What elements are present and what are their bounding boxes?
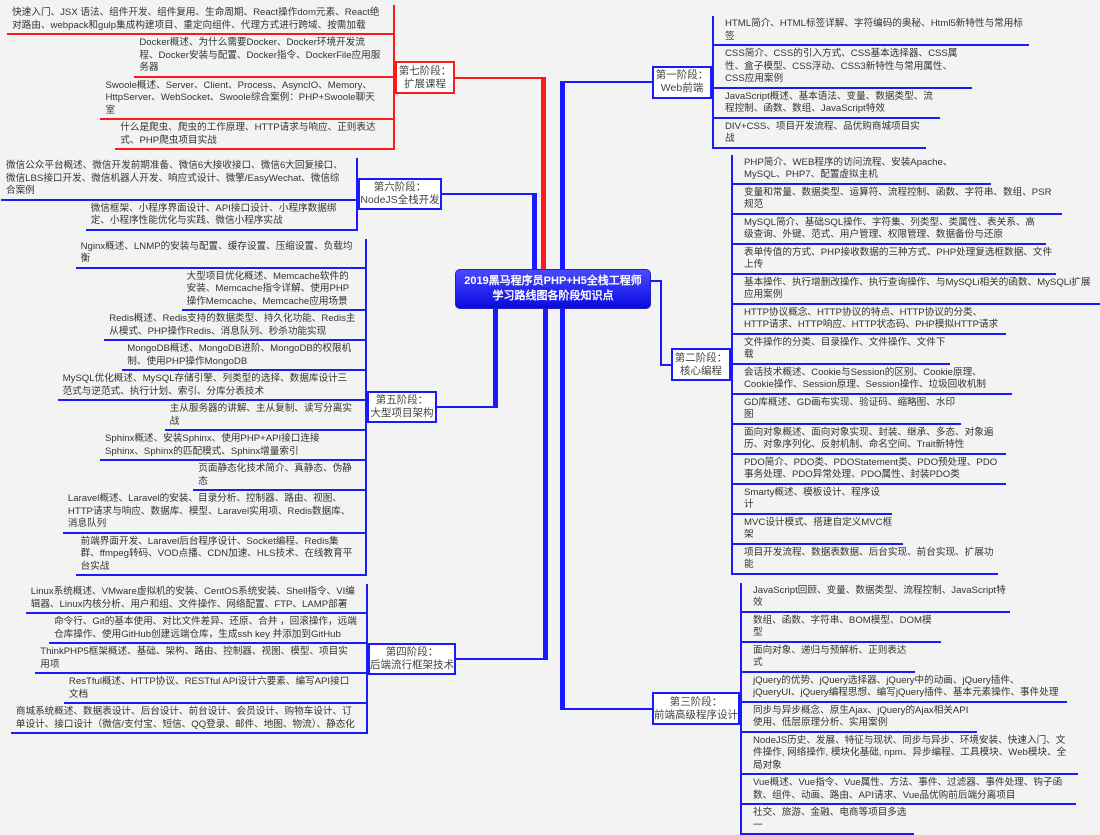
- central-topic[interactable]: 2019黑马程序员PHP+H5全栈工程师 学习路线图各阶段知识点: [455, 269, 651, 309]
- stage-label-line2: 后端流行框架技术: [370, 659, 454, 672]
- topic-item[interactable]: MySQL简介、基础SQL操作、字符集、列类型、类属性、表关系、高级查询、外键、…: [733, 217, 1046, 245]
- topic-item[interactable]: 同步与异步概念、原生Ajax、jQuery的Ajax相关API使用、低层原理分析…: [742, 705, 977, 733]
- topic-item[interactable]: 会话技术概述、Cookie与Session的区别、Cookie原理、Cookie…: [733, 367, 1012, 395]
- connector-stage6-h: [442, 193, 534, 195]
- topic-item[interactable]: 社交、旅游、金融、电商等项目多选一: [742, 807, 914, 835]
- topic-item[interactable]: MVC设计模式、搭建自定义MVC框架: [733, 517, 903, 545]
- connector-stage2-h: [660, 364, 671, 366]
- topic-item[interactable]: NodeJS历史、发展、特征与现状、同步与异步、环境安装、快速入门、文件操作, …: [742, 735, 1078, 776]
- stage-label-line2: 核心编程: [673, 365, 729, 378]
- connector-stage4-h: [456, 658, 545, 660]
- topic-item[interactable]: 项目开发流程、数据表数据、后台实现、前台实现、扩展功能: [733, 547, 998, 575]
- stage-label-line1: 第四阶段：: [370, 646, 454, 659]
- connector-stage3-h: [562, 708, 652, 710]
- topic-item[interactable]: 变量和常量、数据类型、运算符、流程控制、函数、字符串、数组、PSR规范: [733, 187, 1062, 215]
- stage-label-line1: 第七阶段：: [397, 65, 453, 78]
- connector-stage5-h: [437, 406, 495, 408]
- connector-stage7-h: [455, 77, 543, 79]
- stage-node-1[interactable]: 第一阶段：Web前端: [652, 66, 712, 99]
- topic-item[interactable]: PDO简介、PDO类、PDOStatement类、PDO预处理、PDO事务处理、…: [733, 457, 1006, 485]
- topic-item[interactable]: HTML简介、HTML标签详解、字符编码的奥秘、Html5新特性与常用标签: [714, 18, 1029, 46]
- topic-item[interactable]: 表单传值的方式、PHP接收数据的三种方式、PHP处理复选框数据、文件上传: [733, 247, 1056, 275]
- connector-stage1: [560, 81, 565, 270]
- connector-stage1-h: [562, 81, 652, 83]
- topic-item[interactable]: 基本操作、执行增删改操作、执行查询操作、与MySQLi相关的函数、MySQLi扩…: [733, 277, 1100, 305]
- topic-item[interactable]: CSS简介、CSS的引入方式、CSS基本选择器、CSS属性、盒子模型、CSS浮动…: [714, 48, 972, 89]
- stage-label-line1: 第六阶段：: [360, 181, 440, 194]
- branch-bracket: PHP简介、WEB程序的访问流程、安装Apache、MySQL、PHP7、配置虚…: [731, 155, 1100, 575]
- connector-stage4: [543, 308, 548, 660]
- topic-item[interactable]: GD库概述、GD画布实现、验证码、缩略图、水印图: [733, 397, 961, 425]
- topic-item[interactable]: 面向对象、递归与预解析、正则表达式: [742, 645, 915, 673]
- stage-branch-2: 第二阶段：核心编程 PHP简介、WEB程序的访问流程、安装Apache、MySQL…: [671, 155, 1100, 575]
- topic-item[interactable]: Vue概述、Vue指令、Vue属性、方法、事件、过滤器、事件处理、钩子函数、组件…: [742, 777, 1076, 805]
- topic-item[interactable]: jQuery的优势、jQuery选择器、jQuery中的动画、jQuery插件、…: [742, 675, 1067, 703]
- topic-item[interactable]: DIV+CSS、项目开发流程、品优购商城项目实战: [714, 121, 926, 149]
- stage-label-line2: Web前端: [654, 82, 710, 95]
- stage-label-line2: NodeJS全栈开发: [360, 194, 440, 207]
- connector-stage3: [560, 308, 565, 710]
- connector-stage7: [541, 77, 546, 270]
- stage-label-line1: 第五阶段：: [369, 394, 435, 407]
- stage-label-line2: 前端高级程序设计: [654, 709, 738, 722]
- connector-stage5: [493, 308, 498, 408]
- stage-node-7[interactable]: 第七阶段：扩展课程: [395, 61, 455, 94]
- topic-item[interactable]: Smarty概述、模板设计、程序设计: [733, 487, 892, 515]
- stage-label-line1: 第二阶段：: [673, 352, 729, 365]
- branch-bracket: JavaScript回顾、变量、数据类型、流程控制、JavaScript特效数组…: [740, 583, 1078, 835]
- topic-item[interactable]: PHP简介、WEB程序的访问流程、安装Apache、MySQL、PHP7、配置虚…: [733, 157, 991, 185]
- topic-item[interactable]: HTTP协议概念、HTTP协议的特点、HTTP协议的分类、HTTP请求、HTTP…: [733, 307, 1006, 335]
- topic-item[interactable]: 数组、函数、字符串、BOM模型、DOM模型: [742, 615, 941, 643]
- stage-node-5[interactable]: 第五阶段：大型项目架构: [367, 391, 437, 423]
- stage-label-line2: 大型项目架构: [369, 407, 435, 420]
- stage-label-line1: 第三阶段：: [654, 696, 738, 709]
- central-topic-line2: 学习路线图各阶段知识点: [456, 289, 650, 304]
- central-topic-line1: 2019黑马程序员PHP+H5全栈工程师: [456, 274, 650, 289]
- connector-stage2-v: [660, 280, 662, 366]
- topic-item[interactable]: 文件操作的分类、目录操作、文件操作、文件下载: [733, 337, 950, 365]
- topic-item[interactable]: JavaScript概述、基本语法、变量、数据类型、流程控制、函数、数组、Jav…: [714, 91, 940, 119]
- topic-item[interactable]: JavaScript回顾、变量、数据类型、流程控制、JavaScript特效: [742, 585, 1010, 613]
- stage-label-line1: 第一阶段：: [654, 69, 710, 82]
- stage-label-line2: 扩展课程: [397, 78, 453, 91]
- stage-node-6[interactable]: 第六阶段：NodeJS全栈开发: [358, 178, 442, 210]
- connector-stage6: [532, 193, 537, 270]
- stage-node-4[interactable]: 第四阶段：后端流行框架技术: [368, 643, 456, 675]
- stage-node-2[interactable]: 第二阶段：核心编程: [671, 348, 731, 381]
- topic-item[interactable]: 面向对象概述、面向对象实现、封装、继承、多态、对象遍历、对象序列化、反射机制、命…: [733, 427, 1006, 455]
- stage-node-3[interactable]: 第三阶段：前端高级程序设计: [652, 692, 740, 725]
